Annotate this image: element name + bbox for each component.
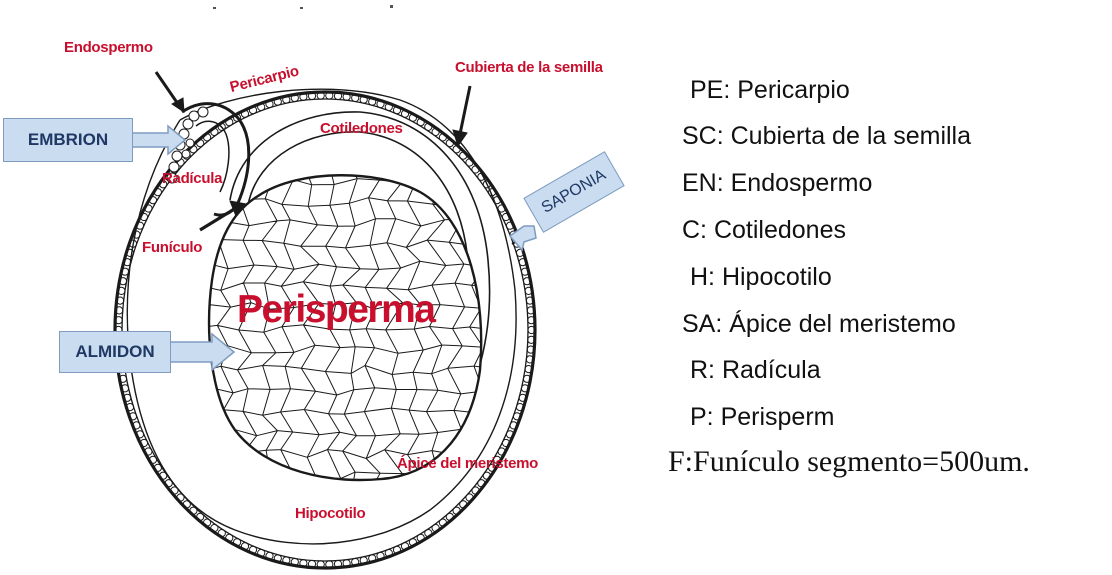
label-radicula: Radícula [162,171,222,186]
legend-item-r: R: Radícula [690,358,821,383]
legend-item-sc: SC: Cubierta de la semilla [682,124,971,149]
callout-embrion: EMBRION [3,118,133,162]
legend-item-pe: PE: Pericarpio [690,78,850,103]
legend-item-en: EN: Endospermo [682,171,872,196]
label-funiculo: Funículo [142,240,202,255]
label-hipocotilo: Hipocotilo [295,506,365,521]
legend-item-c: C: Cotiledones [682,218,846,243]
legend-item-f: F:Funículo segmento=500um. [668,447,1030,477]
scan-marks [213,5,393,9]
legend-item-sa: SA: Ápice del meristemo [682,312,956,337]
label-cubierta: Cubierta de la semilla [455,60,603,75]
legend-item-h: H: Hipocotilo [690,265,832,290]
callout-almidon: ALMIDON [59,331,171,373]
label-apice-meristemo: Ápice del meristemo [397,456,538,471]
label-perisperma: Perisperma [237,290,434,329]
legend: PE: Pericarpio SC: Cubierta de la semill… [668,0,1108,575]
label-cotiledones: Cotiledones [320,121,403,136]
label-endospermo: Endospermo [64,40,153,55]
legend-item-p: P: Perisperm [690,405,834,430]
